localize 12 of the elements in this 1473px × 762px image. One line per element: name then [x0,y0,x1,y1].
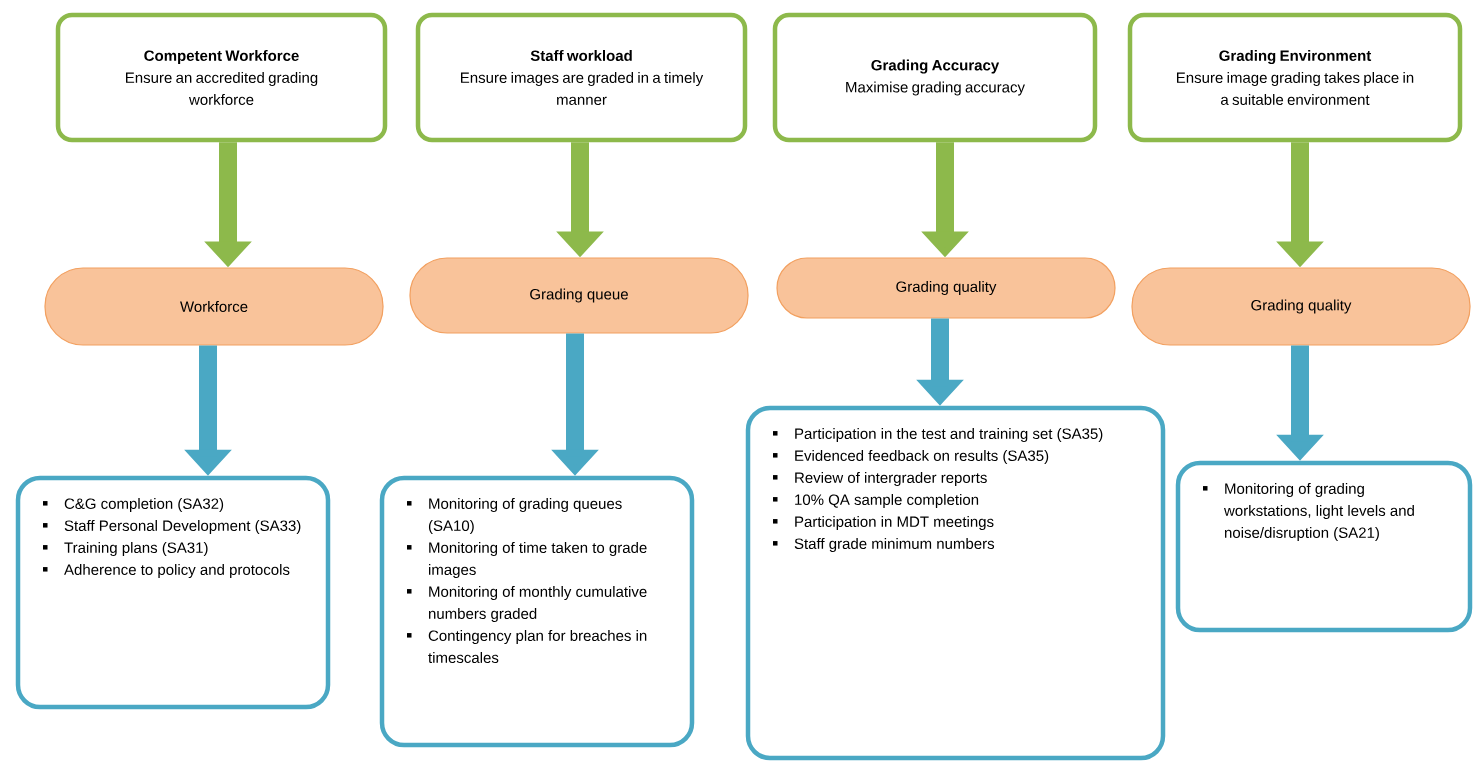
checklist-box: Monitoring of grading workstations, light levels and noise/disruption (SA21) [1175,460,1473,633]
checklist-box: Monitoring of grading queues (SA10) Monitoring of time taken to grade images Monitoring of monthly cumulative numbers graded Contingency plan for breaches in timescales [379,475,695,748]
category-pill: Grading queue [409,257,749,334]
goal-box: Grading Accuracy Maximise grading accuracy [772,12,1098,143]
category-pill: Grading quality [1131,267,1471,346]
category-pill: Grading quality [776,257,1116,319]
checklist-box: Participation in the test and training set (SA35) Evidenced feedback on results (SA35) Review of intergrader reports 10% QA sample completion Participation in MDT meetings Staff grade minimum numbers [745,405,1166,761]
goal-box: Staff workload Ensure images are graded in a timely manner [415,12,748,143]
goal-box: Grading Environment Ensure image grading takes place in a suitable environment [1127,12,1463,143]
goal-box: Competent Workforce Ensure an accredited grading workforce [55,12,388,143]
checklist-box: C&G completion (SA32) Staff Personal Development (SA33) Training plans (SA31) Adherence to policy and protocols [15,475,331,710]
category-pill: Workforce [44,267,384,346]
